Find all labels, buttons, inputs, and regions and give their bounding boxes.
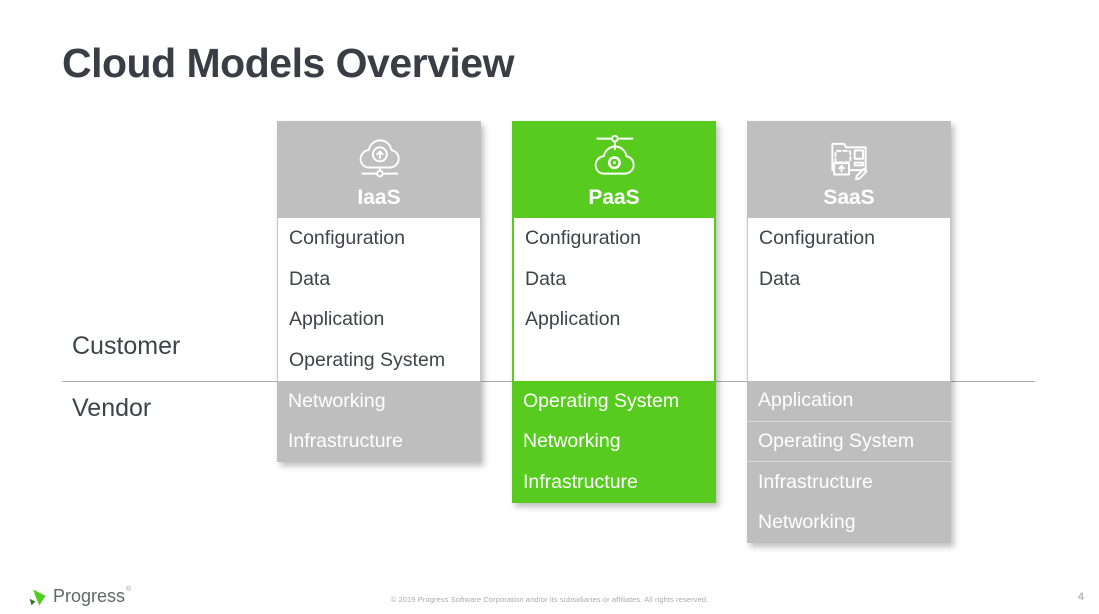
paas-vendor-item: Infrastructure bbox=[523, 470, 638, 493]
cloud-gear-icon bbox=[586, 129, 642, 185]
iaas-column: IaaS Configuration Data Application Oper… bbox=[277, 121, 481, 462]
app-window-upload-icon bbox=[821, 129, 877, 185]
saas-vendor-item: Infrastructure bbox=[758, 470, 873, 493]
saas-customer-item: Data bbox=[759, 267, 801, 290]
page-title: Cloud Models Overview bbox=[62, 40, 515, 86]
saas-customer-section: Configuration Data bbox=[747, 218, 951, 381]
paas-customer-item: Data bbox=[525, 267, 567, 290]
paas-customer-section: Configuration Data Application bbox=[512, 218, 716, 381]
iaas-vendor-item: Infrastructure bbox=[288, 430, 403, 453]
column-label-saas: SaaS bbox=[823, 186, 875, 209]
vendor-label: Vendor bbox=[72, 394, 152, 422]
copyright-text: © 2019 Progress Software Corporation and… bbox=[390, 595, 709, 604]
paas-vendor-item: Networking bbox=[523, 430, 621, 453]
saas-vendor-section: Application Operating System Infrastruct… bbox=[747, 381, 951, 543]
progress-logo: Progress ® bbox=[28, 586, 131, 613]
saas-column: SaaS Configuration Data Application Oper… bbox=[747, 121, 951, 543]
column-label-paas: PaaS bbox=[588, 186, 640, 209]
saas-customer-item: Configuration bbox=[759, 226, 875, 249]
progress-logo-icon bbox=[28, 586, 49, 613]
iaas-header: IaaS bbox=[277, 121, 481, 218]
iaas-customer-item: Operating System bbox=[289, 349, 446, 372]
paas-customer-item: Application bbox=[525, 308, 621, 331]
paas-header: PaaS bbox=[512, 121, 716, 218]
iaas-customer-item: Configuration bbox=[289, 226, 405, 249]
iaas-customer-section: Configuration Data Application Operating… bbox=[277, 218, 481, 381]
iaas-customer-item: Application bbox=[289, 308, 385, 331]
paas-column: PaaS Configuration Data Application Oper… bbox=[512, 121, 716, 503]
iaas-vendor-item: Networking bbox=[288, 389, 386, 412]
trademark-symbol: ® bbox=[126, 586, 132, 593]
paas-vendor-section: Operating System Networking Infrastructu… bbox=[512, 381, 716, 503]
iaas-customer-item: Data bbox=[289, 267, 331, 290]
page-number: 4 bbox=[1077, 591, 1084, 603]
saas-header: SaaS bbox=[747, 121, 951, 218]
column-label-iaas: IaaS bbox=[357, 186, 401, 209]
saas-vendor-item: Operating System bbox=[747, 422, 951, 462]
customer-label: Customer bbox=[72, 332, 181, 360]
cloud-upload-icon bbox=[351, 129, 407, 185]
paas-vendor-item: Operating System bbox=[523, 389, 680, 412]
progress-wordmark: Progress bbox=[53, 586, 126, 606]
saas-vendor-item: Networking bbox=[758, 511, 856, 534]
paas-customer-item: Configuration bbox=[525, 226, 641, 249]
saas-vendor-item: Application bbox=[747, 381, 951, 422]
iaas-vendor-section: Networking Infrastructure bbox=[277, 381, 481, 462]
